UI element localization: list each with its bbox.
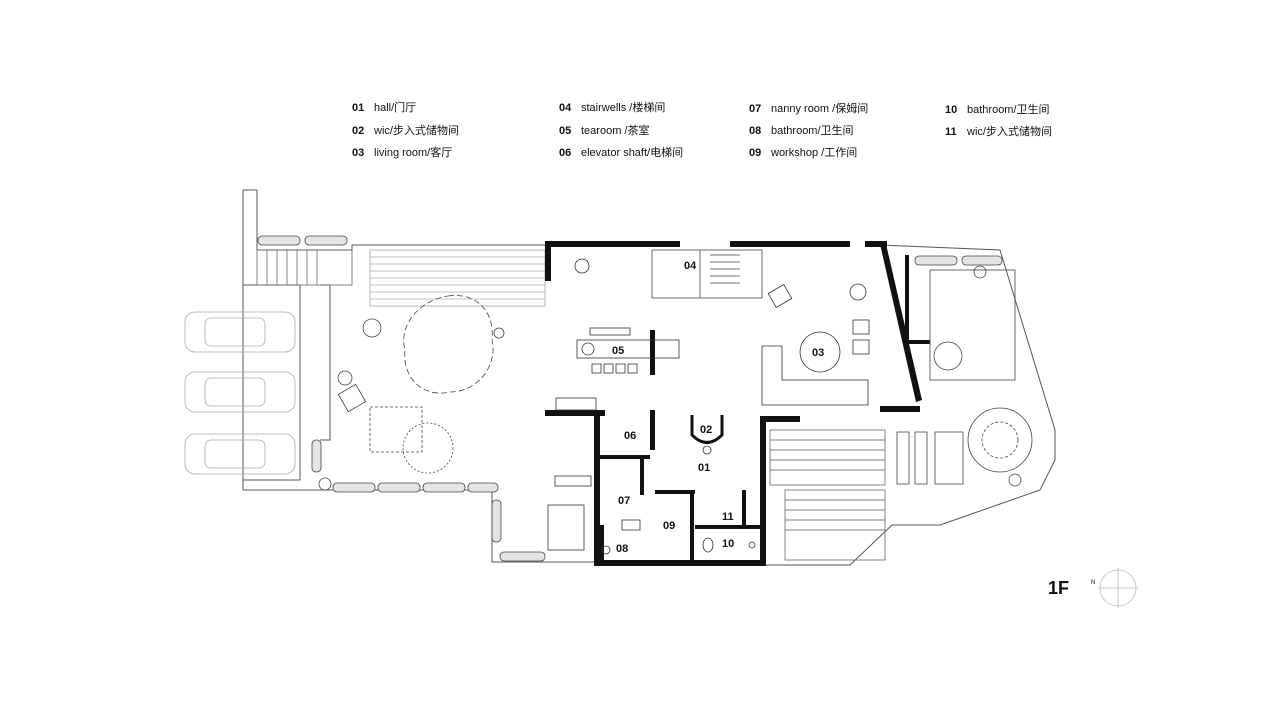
interior-walls bbox=[600, 255, 930, 565]
stairwell-04 bbox=[651, 249, 763, 299]
garden bbox=[318, 295, 505, 491]
wic-02-enclosure bbox=[690, 415, 724, 444]
room-label-05: 05 bbox=[612, 345, 624, 357]
room-label-09: 09 bbox=[663, 520, 675, 532]
exterior-walls bbox=[545, 241, 922, 566]
tearoom-furniture bbox=[555, 327, 680, 411]
hall-stairs bbox=[769, 429, 886, 561]
room-label-01: 01 bbox=[698, 462, 710, 474]
entry-stairs bbox=[256, 249, 353, 286]
fixture bbox=[702, 445, 712, 455]
room-label-03: 03 bbox=[812, 347, 824, 359]
room-label-11: 11 bbox=[722, 511, 734, 523]
parked-cars bbox=[184, 311, 296, 475]
north-arrow bbox=[1098, 568, 1138, 608]
room-label-02: 02 bbox=[700, 424, 712, 436]
room-label-08: 08 bbox=[616, 543, 628, 555]
living-furniture bbox=[574, 258, 870, 406]
wood-deck bbox=[369, 249, 546, 307]
room-label-10: 10 bbox=[722, 538, 734, 550]
room-label-04: 04 bbox=[684, 260, 697, 272]
right-garden bbox=[896, 265, 1033, 487]
north-label: N bbox=[1091, 580, 1096, 586]
room-label-06: 06 bbox=[624, 430, 636, 442]
hedges bbox=[257, 235, 1003, 562]
bath-fixtures bbox=[547, 475, 756, 555]
room-labels: 01 02 03 04 05 06 07 08 09 10 11 bbox=[612, 260, 824, 555]
room-label-07: 07 bbox=[618, 495, 630, 507]
floor-label: 1F bbox=[1048, 578, 1070, 598]
